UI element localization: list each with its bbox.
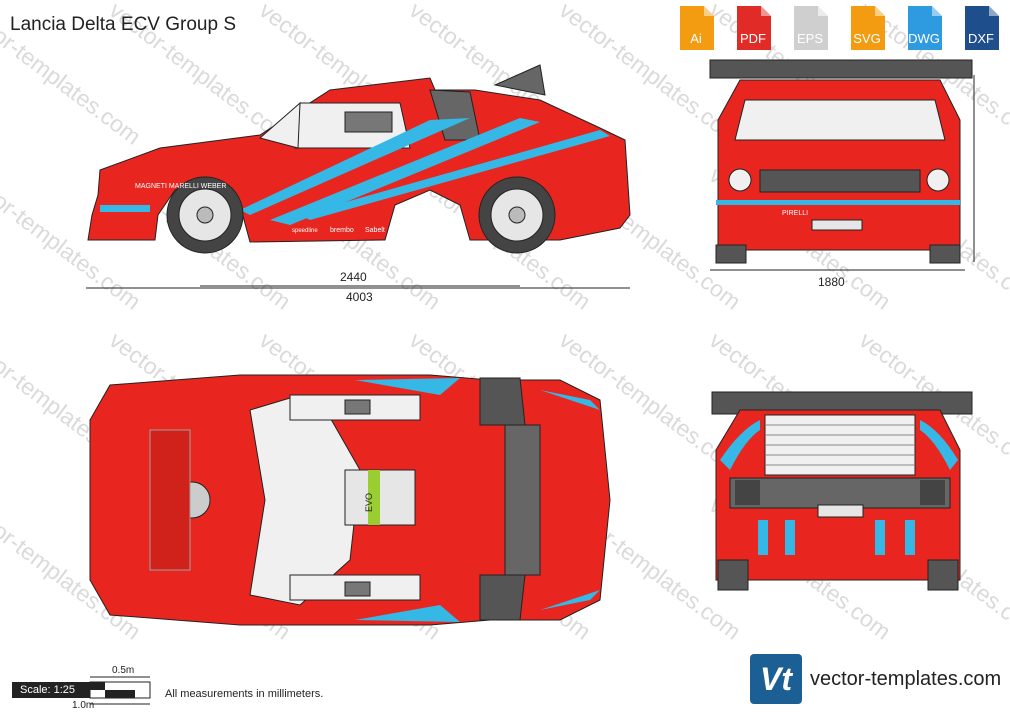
format-eps-label: EPS — [796, 31, 823, 46]
format-svg-label: SVG — [853, 31, 881, 46]
decal-sabelt: Sabelt — [365, 227, 385, 234]
dim-width: 1880 — [818, 275, 845, 289]
decal-magneti: MAGNETI MARELLI WEBER — [135, 183, 226, 190]
scale-ruler — [89, 676, 151, 705]
scale-label: Scale: 1:25 — [12, 682, 90, 698]
dim-wheelbase: 2440 — [340, 270, 367, 284]
format-svg-icon[interactable]: SVG — [843, 4, 891, 52]
decal-erodo: ERODO BILSTEIN — [400, 228, 450, 234]
format-dxf-label: DXF — [968, 31, 994, 46]
format-pdf-icon[interactable]: PDF — [729, 4, 777, 52]
measurement-note: All measurements in millimeters. — [165, 688, 324, 700]
front-view: PIRELLI — [709, 59, 975, 271]
format-dwg-icon[interactable]: DWG — [900, 4, 948, 52]
top-view: EVO — [89, 374, 611, 626]
decal-pirelli-front: PIRELLI — [782, 210, 808, 217]
site-link[interactable]: vector-templates.com — [810, 668, 1002, 690]
page-title: Lancia Delta ECV Group S — [10, 14, 237, 35]
dim-length: 4003 — [346, 290, 373, 304]
vt-logo-icon[interactable]: Vt — [750, 654, 802, 704]
decal-brembo: brembo — [330, 227, 354, 234]
format-ai-icon[interactable]: Ai — [672, 4, 720, 52]
rear-view — [711, 391, 973, 591]
format-dwg-label: DWG — [908, 31, 940, 46]
side-view: MAGNETI MARELLI WEBER speedline brembo S… — [86, 64, 631, 289]
format-ai-label: Ai — [690, 31, 702, 46]
scale-one-meter: 1.0m — [72, 700, 95, 711]
decal-evo: EVO — [364, 493, 374, 512]
decal-speedline: speedline — [292, 228, 318, 234]
format-dxf-icon[interactable]: DXF — [957, 4, 1005, 52]
format-pdf-label: PDF — [740, 31, 766, 46]
scale-half-meter: 0.5m — [112, 665, 135, 676]
format-eps-icon[interactable]: EPS — [786, 4, 834, 52]
